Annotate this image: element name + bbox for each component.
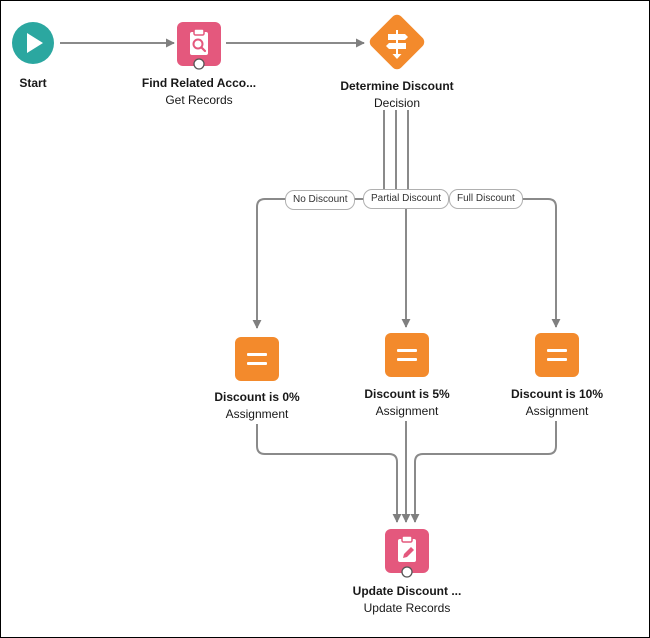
get-records-node[interactable] — [177, 22, 221, 70]
clipboard-edit-icon — [385, 529, 429, 578]
assignment-node-5[interactable] — [385, 333, 429, 377]
outcome-partial-discount[interactable]: Partial Discount — [363, 189, 450, 209]
assignment-5-title: Discount is 5% — [364, 387, 450, 401]
decision-node[interactable] — [367, 12, 427, 74]
decision-label: Determine Discount Decision — [327, 79, 467, 110]
start-label: Start — [3, 76, 63, 90]
get-records-label: Find Related Acco... Get Records — [128, 76, 270, 107]
assignment-node-10[interactable] — [535, 333, 579, 377]
assignment-10-subtitle: Assignment — [525, 404, 589, 418]
outcome-full-discount[interactable]: Full Discount — [449, 189, 523, 209]
assignment-node-0[interactable] — [235, 337, 279, 381]
connector-10-to-update[interactable] — [410, 421, 557, 523]
get-records-subtitle: Get Records — [165, 93, 233, 107]
assignment-equals-icon — [535, 333, 579, 377]
decision-subtitle: Decision — [373, 96, 421, 110]
update-records-subtitle: Update Records — [363, 601, 451, 615]
update-records-node[interactable] — [385, 529, 429, 579]
start-title: Start — [19, 76, 47, 90]
assignment-equals-icon — [235, 337, 279, 381]
play-icon — [12, 22, 54, 64]
assignment-0-title: Discount is 0% — [214, 390, 300, 404]
clipboard-search-icon — [177, 22, 221, 70]
get-records-title: Find Related Acco... — [141, 76, 257, 90]
assignment-0-label: Discount is 0% Assignment — [187, 390, 327, 421]
assignment-5-subtitle: Assignment — [375, 404, 439, 418]
assignment-5-label: Discount is 5% Assignment — [337, 387, 477, 418]
assignment-0-subtitle: Assignment — [225, 407, 289, 421]
update-records-title: Update Discount ... — [352, 584, 462, 598]
connector-0-to-update[interactable] — [256, 424, 402, 523]
outcome-no-discount[interactable]: No Discount — [285, 190, 356, 210]
decision-signpost-icon — [369, 14, 425, 70]
start-node[interactable] — [11, 21, 55, 65]
update-records-label: Update Discount ... Update Records — [332, 584, 482, 615]
decision-title: Determine Discount — [340, 79, 454, 93]
connector-full-discount[interactable] — [408, 198, 561, 328]
connector-no-discount[interactable] — [252, 198, 384, 329]
assignment-10-title: Discount is 10% — [510, 387, 604, 401]
assignment-equals-icon — [385, 333, 429, 377]
assignment-10-label: Discount is 10% Assignment — [487, 387, 627, 418]
